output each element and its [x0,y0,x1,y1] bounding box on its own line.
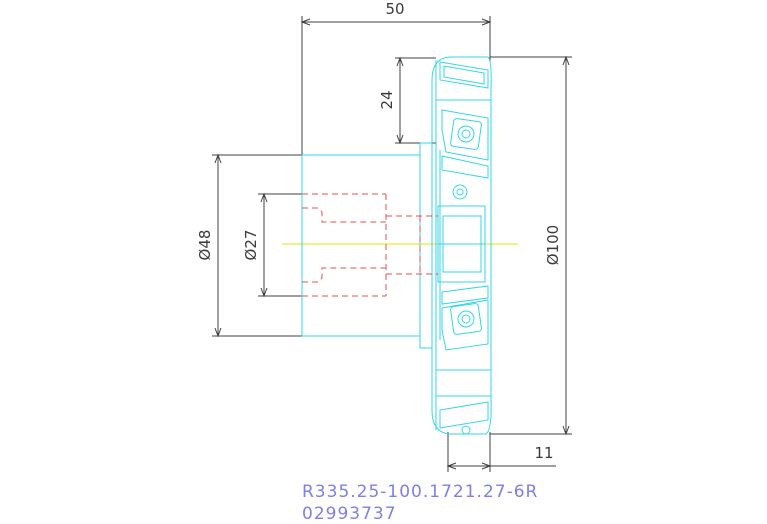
dim-overall-length: 50 [385,0,404,18]
order-code: 02993737 [302,504,397,524]
cutter-outline [301,56,492,435]
dimension-lines [212,16,572,472]
dim-flange-width: 11 [534,444,553,462]
part-number: R335.25-100.1721.27-6R [302,482,539,502]
hidden-bore-lines [302,193,438,297]
dim-hub-width: 24 [378,90,396,109]
dim-shank-diameter: Ø48 [196,230,214,261]
dim-cutter-diameter: Ø100 [544,225,562,265]
dim-bore-diameter: Ø27 [242,230,260,261]
